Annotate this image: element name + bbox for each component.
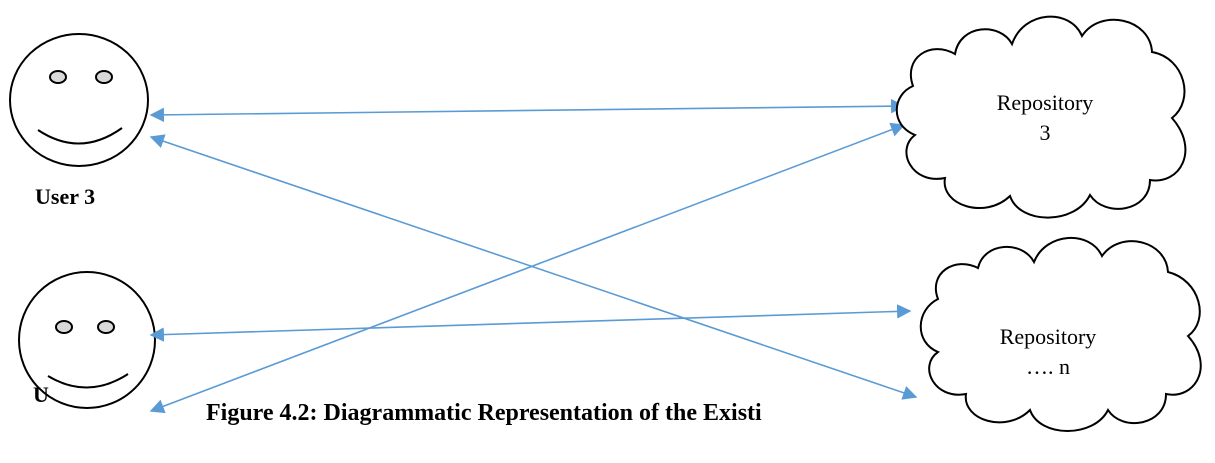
user-bottom-face-icon bbox=[18, 271, 156, 409]
repository-3-name: Repository bbox=[996, 90, 1094, 115]
repository-n-name: Repository bbox=[999, 324, 1097, 349]
arrow-user-bottom-repo-n bbox=[149, 304, 912, 342]
repository-3-cloud-icon bbox=[895, 15, 1187, 219]
repository-3-suffix: 3 bbox=[1039, 120, 1051, 145]
figure-caption: Figure 4.2: Diagrammatic Representation … bbox=[206, 400, 762, 426]
user-3-face-icon bbox=[9, 33, 149, 167]
arrow-user-bottom-repo3 bbox=[149, 122, 906, 414]
repository-n-cloud-icon bbox=[919, 236, 1202, 432]
connections bbox=[149, 98, 918, 414]
user-bottom-label: U bbox=[33, 382, 49, 407]
repository-3-label: Repository 3 bbox=[975, 88, 1115, 148]
arrow-user3-repo3 bbox=[149, 98, 906, 123]
user-3-label: User 3 bbox=[35, 184, 96, 209]
repository-n-label: Repository …. n bbox=[978, 322, 1118, 382]
repository-n-suffix: …. n bbox=[1026, 354, 1070, 379]
